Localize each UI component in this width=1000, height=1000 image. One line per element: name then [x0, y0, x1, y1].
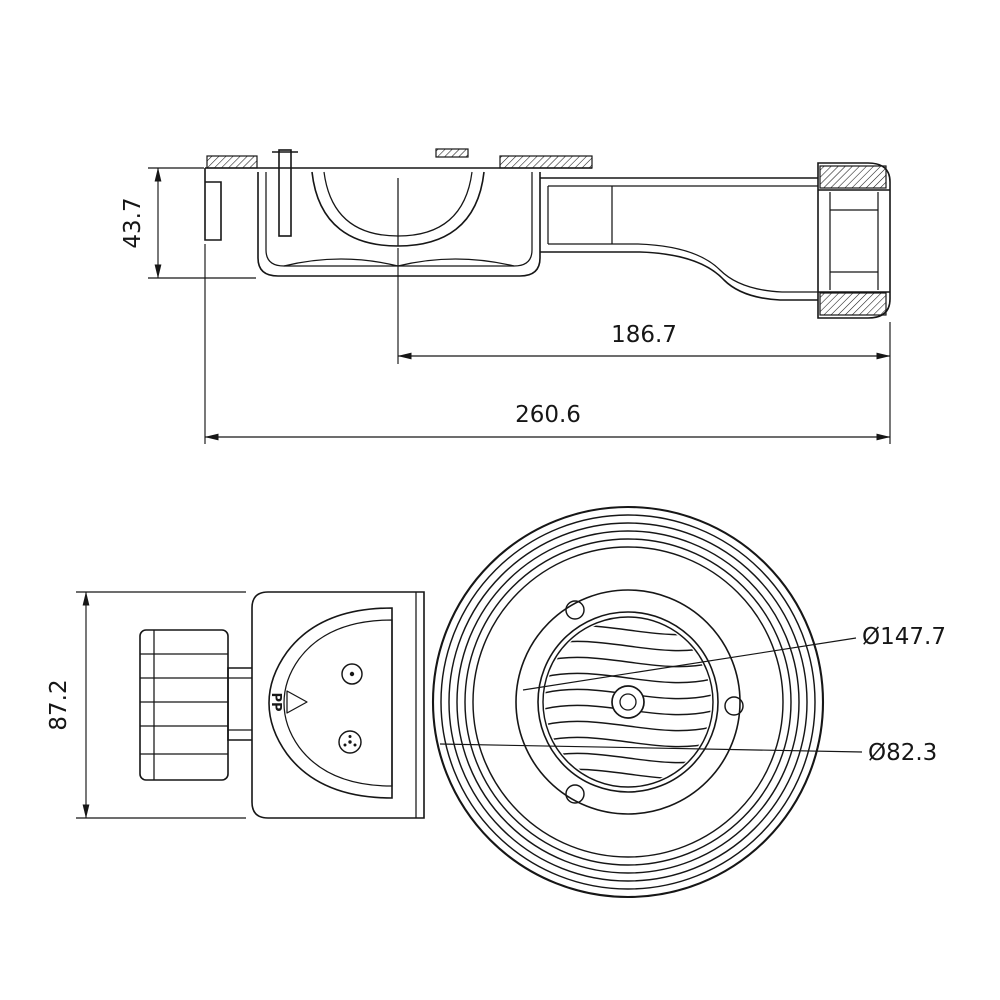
- dim-side-height: 43.7: [120, 167, 256, 279]
- screw-holes: [565, 600, 744, 804]
- drain-top-view: Ø147.7 Ø82.3: [431, 505, 946, 899]
- inner-shell: [268, 607, 393, 799]
- cover-rings: [431, 505, 825, 899]
- dome-grate-section: [311, 171, 485, 247]
- left-clip: [204, 168, 222, 241]
- recycling-icon: PP: [268, 690, 308, 714]
- trap-tray-section: [257, 172, 541, 277]
- dim-inner-length: 186.7: [397, 248, 891, 444]
- threaded-connector-section: [817, 162, 891, 319]
- indicator-hole: [341, 663, 363, 685]
- cap-nut: [139, 629, 229, 781]
- center-hub: [611, 685, 645, 719]
- leader-outer-diameter: Ø147.7: [522, 624, 946, 691]
- dim-body-height-label: 87.2: [46, 679, 72, 730]
- mounting-plate-circle: [515, 589, 741, 815]
- dim-inner-length-label: 186.7: [611, 322, 677, 348]
- grate-rim: [537, 611, 719, 793]
- dim-outer-diameter-label: Ø147.7: [862, 624, 946, 650]
- side-section-view: [204, 148, 891, 319]
- screw-hole: [565, 784, 585, 804]
- dim-overall-length: 260.6: [204, 244, 891, 444]
- dim-overall-length-label: 260.6: [515, 402, 581, 428]
- screw-hole: [565, 600, 585, 620]
- neck: [227, 667, 252, 741]
- screw-head: [338, 730, 362, 754]
- flange: [205, 148, 593, 169]
- leader-grate-diameter: Ø82.3: [439, 740, 937, 766]
- dim-side-height-label: 43.7: [120, 197, 146, 248]
- outlet-housing-section: [540, 177, 818, 301]
- material-label: PP: [268, 692, 283, 711]
- dim-body-height: 87.2: [46, 591, 246, 819]
- retaining-pin: [272, 149, 298, 237]
- screw-hole: [724, 696, 744, 716]
- body-side-view: PP: [139, 591, 425, 819]
- body-outline: [251, 591, 425, 819]
- dim-grate-diameter-label: Ø82.3: [868, 740, 937, 766]
